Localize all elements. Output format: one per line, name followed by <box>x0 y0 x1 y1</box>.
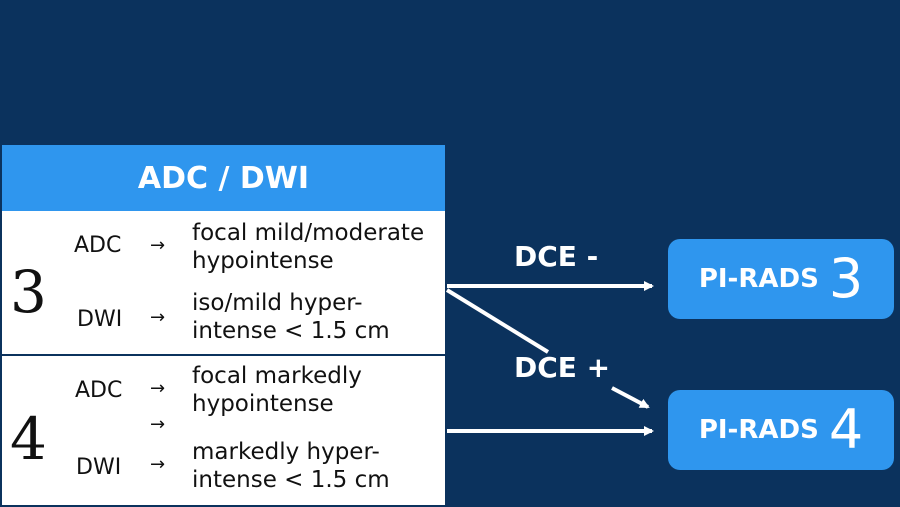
pi-rads-text: PI-RADS <box>698 264 819 294</box>
right-arrow-icon: → <box>150 235 166 256</box>
dce-positive-arrow <box>611 386 650 409</box>
adc-label: ADC <box>75 378 123 403</box>
right-arrow-icon: → <box>150 378 166 399</box>
dwi-description: iso/mild hyper- intense < 1.5 cm <box>192 290 390 344</box>
pi-rads-text: PI-RADS <box>698 415 819 445</box>
score-3-label: 3 <box>10 258 47 326</box>
dce-positive-label: DCE + <box>514 351 611 384</box>
pi-rads-number: 3 <box>828 247 864 310</box>
score-4-label: 4 <box>10 405 47 473</box>
pi-rads-3-badge: PI-RADS 3 <box>668 239 894 319</box>
score-3-row: 3 ADC → focal mild/moderate hypointense … <box>2 211 445 356</box>
dwi-description: markedly hyper- intense < 1.5 cm <box>192 439 390 493</box>
dce-positive-arrow <box>445 288 550 354</box>
right-arrow-icon: → <box>150 454 166 475</box>
dwi-label: DWI <box>77 307 123 332</box>
dwi-label: DWI <box>76 455 122 480</box>
pi-rads-number: 4 <box>828 398 864 461</box>
right-arrow-icon: → <box>150 414 166 435</box>
right-arrow-icon: → <box>150 307 166 328</box>
table-header: ADC / DWI <box>2 145 445 211</box>
adc-description: focal markedly hypointense <box>192 363 362 417</box>
pi-rads-4-badge: PI-RADS 4 <box>668 390 894 470</box>
score-4-row: 4 ADC → → focal markedly hypointense DWI… <box>2 356 445 505</box>
adc-label: ADC <box>74 233 122 258</box>
adc-dwi-table: ADC / DWI 3 ADC → focal mild/moderate hy… <box>2 145 445 505</box>
adc-description: focal mild/moderate hypointense <box>192 220 425 274</box>
dce-negative-label: DCE - <box>514 240 599 273</box>
